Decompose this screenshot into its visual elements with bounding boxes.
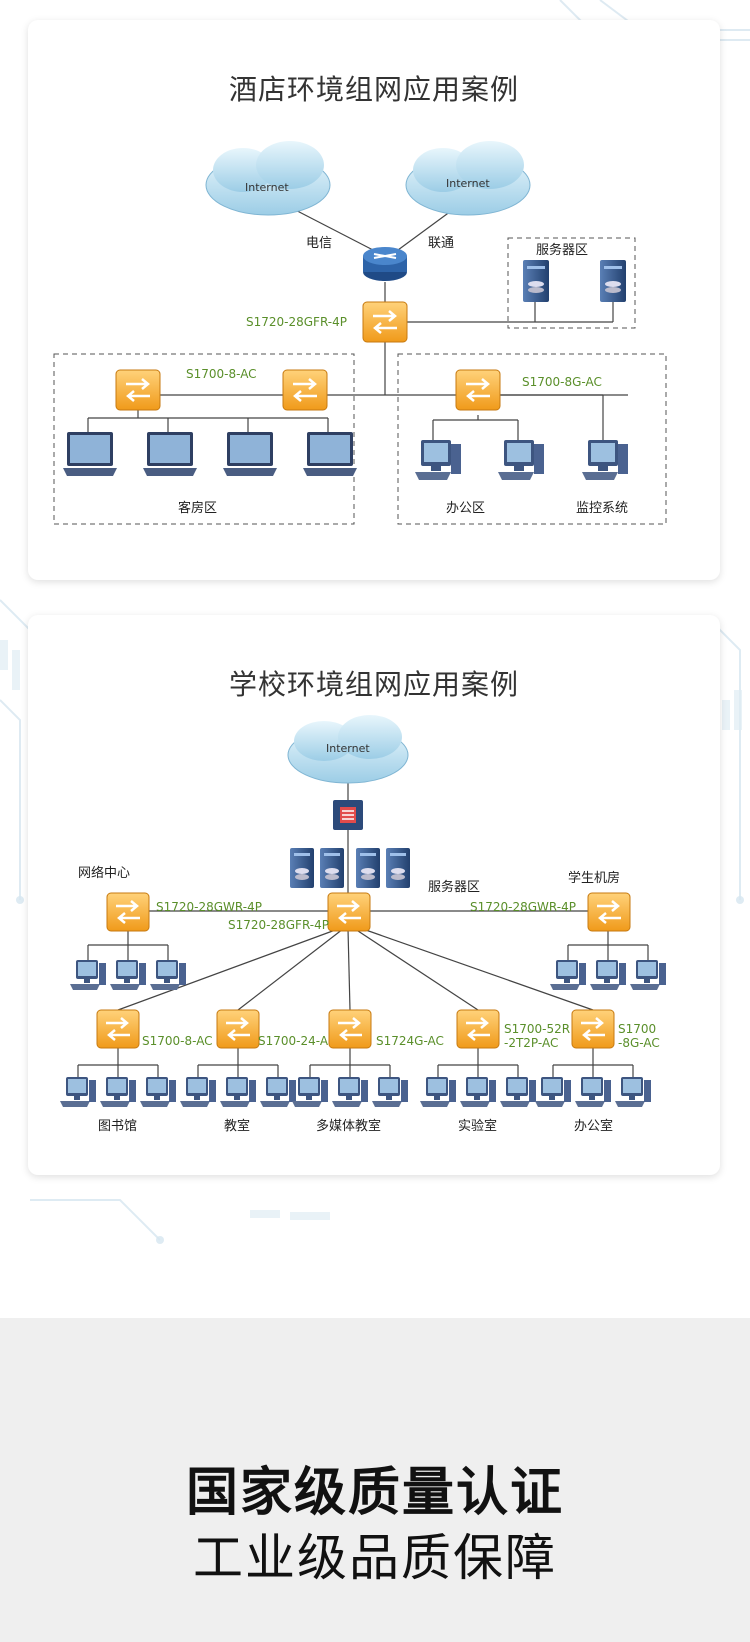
hotel-topology-diagram: Internet Internet 电信 联通 S1720-28GFR-4P 服… <box>53 141 667 525</box>
school-server-zone-label: 服务器区 <box>428 879 480 895</box>
pc-icon <box>415 440 461 480</box>
pc-icon <box>220 1077 256 1107</box>
school-switch-5-label-line2: -8G-AC <box>618 1036 660 1050</box>
pc-icon <box>292 1077 328 1107</box>
core-switch-icon <box>326 891 372 933</box>
switch-icon <box>215 1008 261 1050</box>
pc-icon <box>100 1077 136 1107</box>
school-zone-4-label: 实验室 <box>458 1118 497 1134</box>
pc-icon <box>575 1077 611 1107</box>
pc-icon <box>535 1077 571 1107</box>
school-switch-5-label-line1: S1700 <box>618 1022 656 1036</box>
pc-icon <box>332 1077 368 1107</box>
internet-cloud-icon <box>405 141 531 216</box>
hotel-server-zone-label: 服务器区 <box>536 242 588 258</box>
school-card-title: 学校环境组网应用案例 <box>228 668 519 701</box>
server-icon <box>356 848 380 888</box>
slogan-line-1: 国家级质量认证 <box>185 1463 564 1523</box>
school-switch-4-label-line1: S1700-52R <box>504 1022 570 1036</box>
school-zone-2-label: 教室 <box>224 1118 250 1134</box>
laptop-icon <box>143 432 197 476</box>
internet-cloud-icon <box>287 715 409 784</box>
switch-icon <box>105 891 151 933</box>
slogan-line-2: 工业级品质保障 <box>193 1529 557 1587</box>
hotel-guest-zone-label: 客房区 <box>178 500 217 516</box>
school-left-switch-label: S1720-28GWR-4P <box>156 900 262 914</box>
hotel-internet-1-label: Internet <box>245 181 289 194</box>
server-icon <box>386 848 410 888</box>
switch-icon <box>95 1008 141 1050</box>
camera-pc-icon <box>582 440 628 480</box>
switch-icon <box>327 1008 373 1050</box>
core-switch-icon <box>361 300 409 344</box>
server-icon <box>320 848 344 888</box>
hotel-isp-2-label: 联通 <box>428 236 454 251</box>
school-switch-1-label: S1700-8-AC <box>142 1034 213 1048</box>
pc-icon <box>615 1077 651 1107</box>
switch-icon <box>454 368 502 412</box>
pc-icon <box>180 1077 216 1107</box>
pc-icon <box>260 1077 296 1107</box>
switch-icon <box>455 1008 501 1050</box>
hotel-office-switch-label: S1700-8G-AC <box>522 375 602 389</box>
school-switch-2-label: S1700-24-AC <box>258 1034 336 1048</box>
pc-icon <box>140 1077 176 1107</box>
pc-icon <box>420 1077 456 1107</box>
switch-icon <box>114 368 162 412</box>
school-zone-3-label: 多媒体教室 <box>316 1118 381 1134</box>
server-icon <box>290 848 314 888</box>
hotel-network-card: 酒店环境组网应用案例 <box>28 20 720 580</box>
pc-icon <box>630 960 666 990</box>
bottom-banner <box>0 1318 750 1642</box>
laptop-icon <box>303 432 357 476</box>
office-zone-box <box>397 353 667 525</box>
hotel-core-switch-label: S1720-28GFR-4P <box>246 315 347 329</box>
hotel-isp-1-label: 电信 <box>306 236 332 251</box>
pc-icon <box>110 960 146 990</box>
firewall-icon <box>333 800 363 830</box>
server-icon <box>600 260 626 302</box>
school-topology-diagram: Internet 服务器区 S1720-28GFR-4P 网络中心 S1720-… <box>60 715 666 1134</box>
hotel-internet-2-label: Internet <box>446 177 490 190</box>
internet-cloud-icon <box>205 141 331 216</box>
pc-icon <box>372 1077 408 1107</box>
school-right-switch-label: S1720-28GWR-4P <box>470 900 576 914</box>
pc-icon <box>150 960 186 990</box>
switch-icon <box>570 1008 616 1050</box>
school-zone-5-label: 办公室 <box>574 1118 613 1134</box>
pc-icon <box>550 960 586 990</box>
pc-icon <box>498 440 544 480</box>
school-network-card: 学校环境组网应用案例 <box>28 615 720 1175</box>
pc-icon <box>460 1077 496 1107</box>
hotel-monitor-zone-label: 监控系统 <box>576 501 628 516</box>
server-zone-box <box>507 237 636 329</box>
pc-icon <box>590 960 626 990</box>
school-internet-label: Internet <box>326 742 370 755</box>
laptop-icon <box>223 432 277 476</box>
guest-zone-box <box>53 353 355 525</box>
server-icon <box>523 260 549 302</box>
pc-icon <box>60 1077 96 1107</box>
router-icon <box>363 247 407 281</box>
pc-icon <box>500 1077 536 1107</box>
school-student-lab-label: 学生机房 <box>568 870 620 886</box>
school-switch-3-label: S1724G-AC <box>376 1034 444 1048</box>
school-zone-1-label: 图书馆 <box>98 1119 137 1134</box>
hotel-guest-switch-label: S1700-8-AC <box>186 367 257 381</box>
switch-icon <box>586 891 632 933</box>
school-network-center-label: 网络中心 <box>78 865 130 881</box>
school-core-switch-label: S1720-28GFR-4P <box>228 918 329 932</box>
switch-icon <box>281 368 329 412</box>
laptop-icon <box>63 432 117 476</box>
school-switch-4-label-line2: -2T2P-AC <box>504 1036 558 1050</box>
pc-icon <box>70 960 106 990</box>
hotel-office-zone-label: 办公区 <box>446 501 485 516</box>
hotel-card-title: 酒店环境组网应用案例 <box>228 73 519 106</box>
